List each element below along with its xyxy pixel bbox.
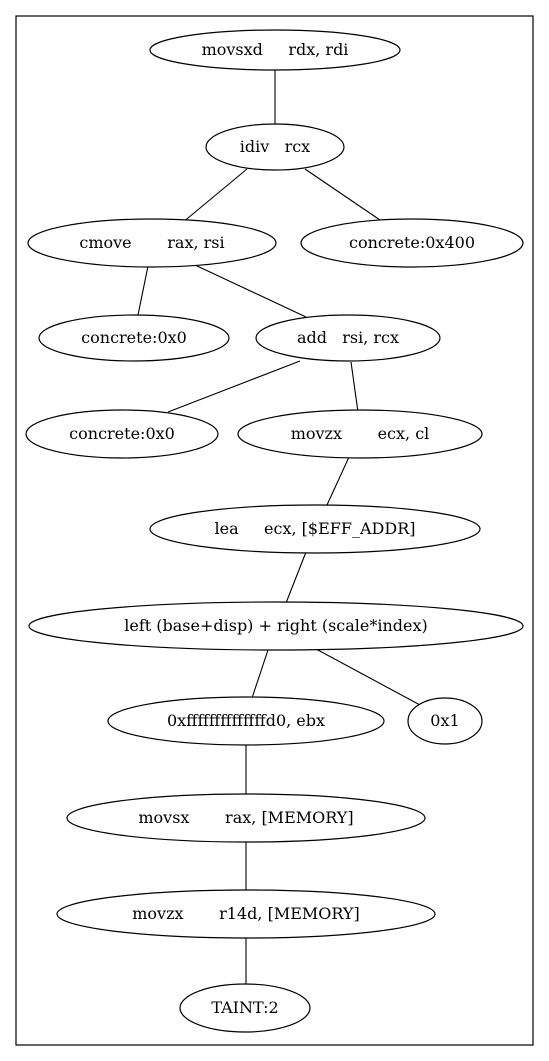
node-add: add rsi, rcx <box>255 314 441 362</box>
node-concrete-0x400: concrete:0x400 <box>300 218 524 268</box>
node-ffd0-ebx: 0xffffffffffffffd0, ebx <box>107 696 385 746</box>
node-label: left (base+disp) + right (scale*index) <box>124 616 428 635</box>
node-left-right: left (base+disp) + right (scale*index) <box>28 601 524 651</box>
node-movsxd: movsxd rdx, rdi <box>149 29 401 71</box>
edge-n2-n4 <box>304 168 381 221</box>
node-lea: lea ecx, [$EFF_ADDR] <box>149 504 481 554</box>
edge-n2-n3 <box>181 168 248 224</box>
node-movsx: movsx rax, [MEMORY] <box>66 793 426 843</box>
node-concrete-0x0-b: concrete:0x0 <box>25 409 219 459</box>
node-label: lea ecx, [$EFF_ADDR] <box>215 519 416 538</box>
node-label: concrete:0x0 <box>69 424 175 443</box>
node-label: movsxd rdx, rdi <box>202 40 349 59</box>
node-label: concrete:0x400 <box>349 233 475 252</box>
edge-n9-n10 <box>285 551 307 604</box>
node-cmove: cmove rax, rsi <box>27 218 277 268</box>
node-label: concrete:0x0 <box>81 328 187 347</box>
edge-n3-n6 <box>194 264 307 318</box>
node-label: 0x1 <box>430 711 459 730</box>
edge-n6-n7 <box>167 360 301 413</box>
node-layer: movsxd rdx, rdi idiv rcx cmove rax, rsi … <box>25 29 524 1033</box>
node-label: TAINT:2 <box>211 998 278 1017</box>
node-label: 0xffffffffffffffd0, ebx <box>167 711 325 730</box>
node-label: add rsi, rcx <box>297 328 399 347</box>
edge-layer <box>137 69 421 984</box>
node-label: movzx ecx, cl <box>291 424 430 443</box>
edge-n8-n9 <box>326 456 350 506</box>
node-label: cmove rax, rsi <box>79 233 224 252</box>
edge-n3-n5 <box>137 265 149 316</box>
node-taint: TAINT:2 <box>179 983 311 1033</box>
node-label: idiv rcx <box>240 137 310 156</box>
node-label: movzx r14d, [MEMORY] <box>132 904 359 923</box>
edge-n10-n11 <box>251 649 269 699</box>
node-0x1: 0x1 <box>407 697 483 745</box>
node-idiv: idiv rcx <box>205 123 345 171</box>
node-label: movsx rax, [MEMORY] <box>138 808 353 827</box>
edge-n10-n12 <box>315 648 421 706</box>
node-movzx-ecx: movzx ecx, cl <box>237 409 483 459</box>
node-movzx-r14d: movzx r14d, [MEMORY] <box>56 889 436 939</box>
edge-n6-n8 <box>350 361 359 413</box>
node-concrete-0x0-a: concrete:0x0 <box>38 314 230 362</box>
